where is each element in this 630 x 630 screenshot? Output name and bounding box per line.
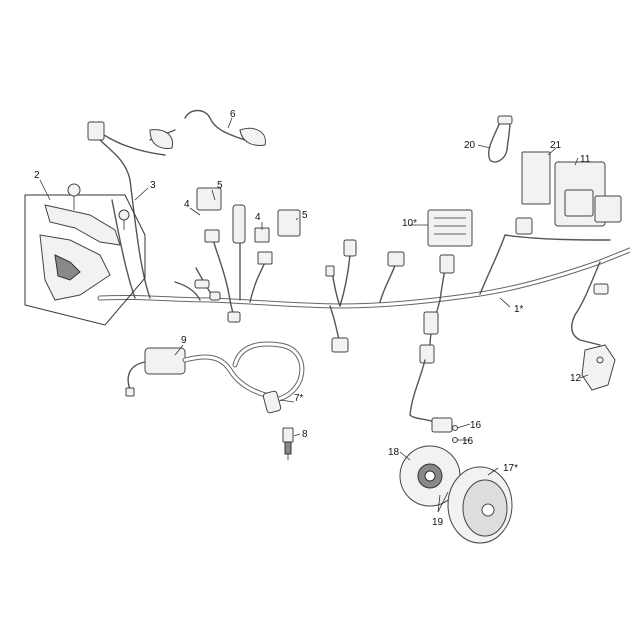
fuse-holder	[232, 204, 246, 244]
ecu-pad	[521, 151, 551, 205]
position-bulb	[118, 209, 130, 221]
connector-i	[593, 283, 609, 295]
connector-j	[325, 265, 335, 277]
label-10: 10*	[402, 218, 417, 229]
connector-c	[439, 254, 455, 274]
label-11: 11	[580, 154, 591, 165]
strap	[488, 115, 513, 163]
label-4a: 4	[184, 199, 190, 210]
spark-plug-cap	[262, 390, 282, 414]
relay-5a	[196, 187, 222, 211]
connector-h	[227, 311, 241, 323]
harness-connectors	[194, 217, 609, 364]
label-1: 1*	[514, 304, 524, 315]
flywheel-rotor	[447, 466, 513, 544]
connector-l	[209, 291, 221, 301]
connector-k	[194, 279, 210, 289]
label-16b: 16	[462, 436, 474, 447]
label-7: 7*	[294, 393, 304, 404]
screw-16a	[452, 425, 458, 431]
pickup-coil	[431, 417, 453, 433]
connector-d	[515, 217, 533, 235]
label-3: 3	[150, 180, 156, 191]
label-19: 19	[432, 517, 444, 528]
label-18: 18	[388, 447, 400, 458]
callout-labels: 1* 2 3 4 4 5 5 6 7* 8 9 10* 11 12 16 16 …	[34, 109, 591, 528]
label-16a: 16	[470, 420, 482, 431]
relays-and-fuses	[196, 187, 301, 265]
label-5b: 5	[302, 210, 308, 221]
harness-top-connector	[87, 121, 176, 156]
connector-f	[423, 311, 439, 335]
label-6: 6	[230, 109, 236, 120]
label-2: 2	[34, 170, 40, 181]
label-21: 21	[550, 140, 562, 151]
ignition-coil	[125, 347, 186, 397]
spark-plug	[282, 427, 294, 460]
connector-b	[387, 251, 405, 267]
voltage-regulator	[427, 209, 473, 247]
stator-assembly	[399, 359, 461, 507]
label-4b: 4	[255, 212, 261, 223]
headlight-assembly-group	[24, 183, 146, 326]
label-20: 20	[464, 140, 476, 151]
connector-4b-lower	[257, 251, 273, 265]
label-12: 12	[570, 373, 582, 384]
screw-16b	[452, 437, 458, 443]
label-9: 9	[181, 335, 187, 346]
cable-loop-part-6	[184, 109, 266, 146]
relay-4b	[254, 227, 270, 243]
relay-5b	[277, 209, 301, 237]
ecu-unit	[554, 161, 622, 227]
headlight-bulb	[67, 183, 81, 197]
label-17: 17*	[503, 463, 518, 474]
relay-4a	[204, 229, 220, 243]
label-5a: 5	[217, 180, 223, 191]
headlight-bracket	[44, 204, 121, 246]
leader-lines	[39, 117, 589, 513]
connector-e	[331, 337, 349, 353]
bracket-part-12	[581, 344, 616, 391]
headlight-lens	[54, 254, 81, 281]
connector-a	[343, 239, 357, 257]
ht-lead	[182, 341, 305, 414]
label-8: 8	[302, 429, 308, 440]
connector-g	[419, 344, 435, 364]
